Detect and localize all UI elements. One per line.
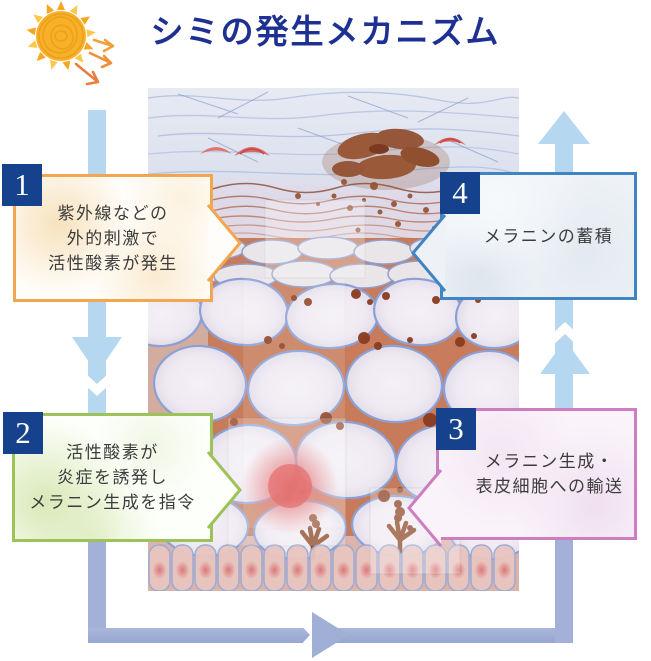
step-2-line-3: メラニン生成を指令	[29, 493, 196, 512]
irritation-bumps	[200, 137, 466, 156]
step-2-number-badge: 2	[3, 412, 43, 454]
step-3-pointer	[407, 469, 443, 547]
step-3-line-2: 表皮細胞への輸送	[475, 477, 624, 496]
step-1-pointer	[206, 204, 242, 282]
step-2-line-1: 活性酸素が	[66, 443, 159, 462]
step-1-line-1: 紫外線などの	[57, 203, 169, 223]
step-3-line-1: メラニン生成・	[484, 452, 615, 471]
step-3-text: メラニン生成・ 表皮細胞への輸送	[439, 411, 634, 537]
melanin-transfer-dots	[309, 487, 405, 522]
step-1-text: 紫外線などの 外的刺激で 活性酸素が発生	[16, 177, 210, 299]
step-2-callout: 2 活性酸素が 炎症を誘発し メラニン生成を指令	[3, 412, 242, 542]
step-4-number-badge: 4	[440, 172, 480, 214]
uv-rays-arrows-icon	[74, 38, 115, 86]
step-1-line-2: 外的刺激で	[66, 228, 160, 248]
page-title: シミの発生メカニズム	[150, 15, 501, 51]
step-3-number-badge: 3	[436, 408, 476, 450]
step-1-number-badge: 1	[2, 164, 42, 206]
step-4-line-1: メラニンの蓄積	[483, 226, 614, 246]
step-4-pointer	[411, 214, 447, 292]
surface-dark-spot	[322, 128, 450, 190]
step-4-callout: 4 メラニンの蓄積	[411, 172, 637, 300]
step-1-line-3: 活性酸素が発生	[48, 253, 178, 273]
inflammation-spot	[242, 438, 338, 534]
step-2-pointer	[206, 451, 242, 529]
step-2-line-2: 炎症を誘発し	[57, 468, 168, 487]
sun-icon	[26, 1, 115, 86]
step-1-callout: 1 紫外線などの 外的刺激で 活性酸素が発生	[2, 164, 242, 302]
step-3-callout: 3 メラニン生成・ 表皮細胞への輸送	[407, 408, 637, 547]
step-2-text: 活性酸素が 炎症を誘発し メラニン生成を指令	[15, 416, 210, 539]
step-4-text: メラニンの蓄積	[443, 175, 634, 297]
